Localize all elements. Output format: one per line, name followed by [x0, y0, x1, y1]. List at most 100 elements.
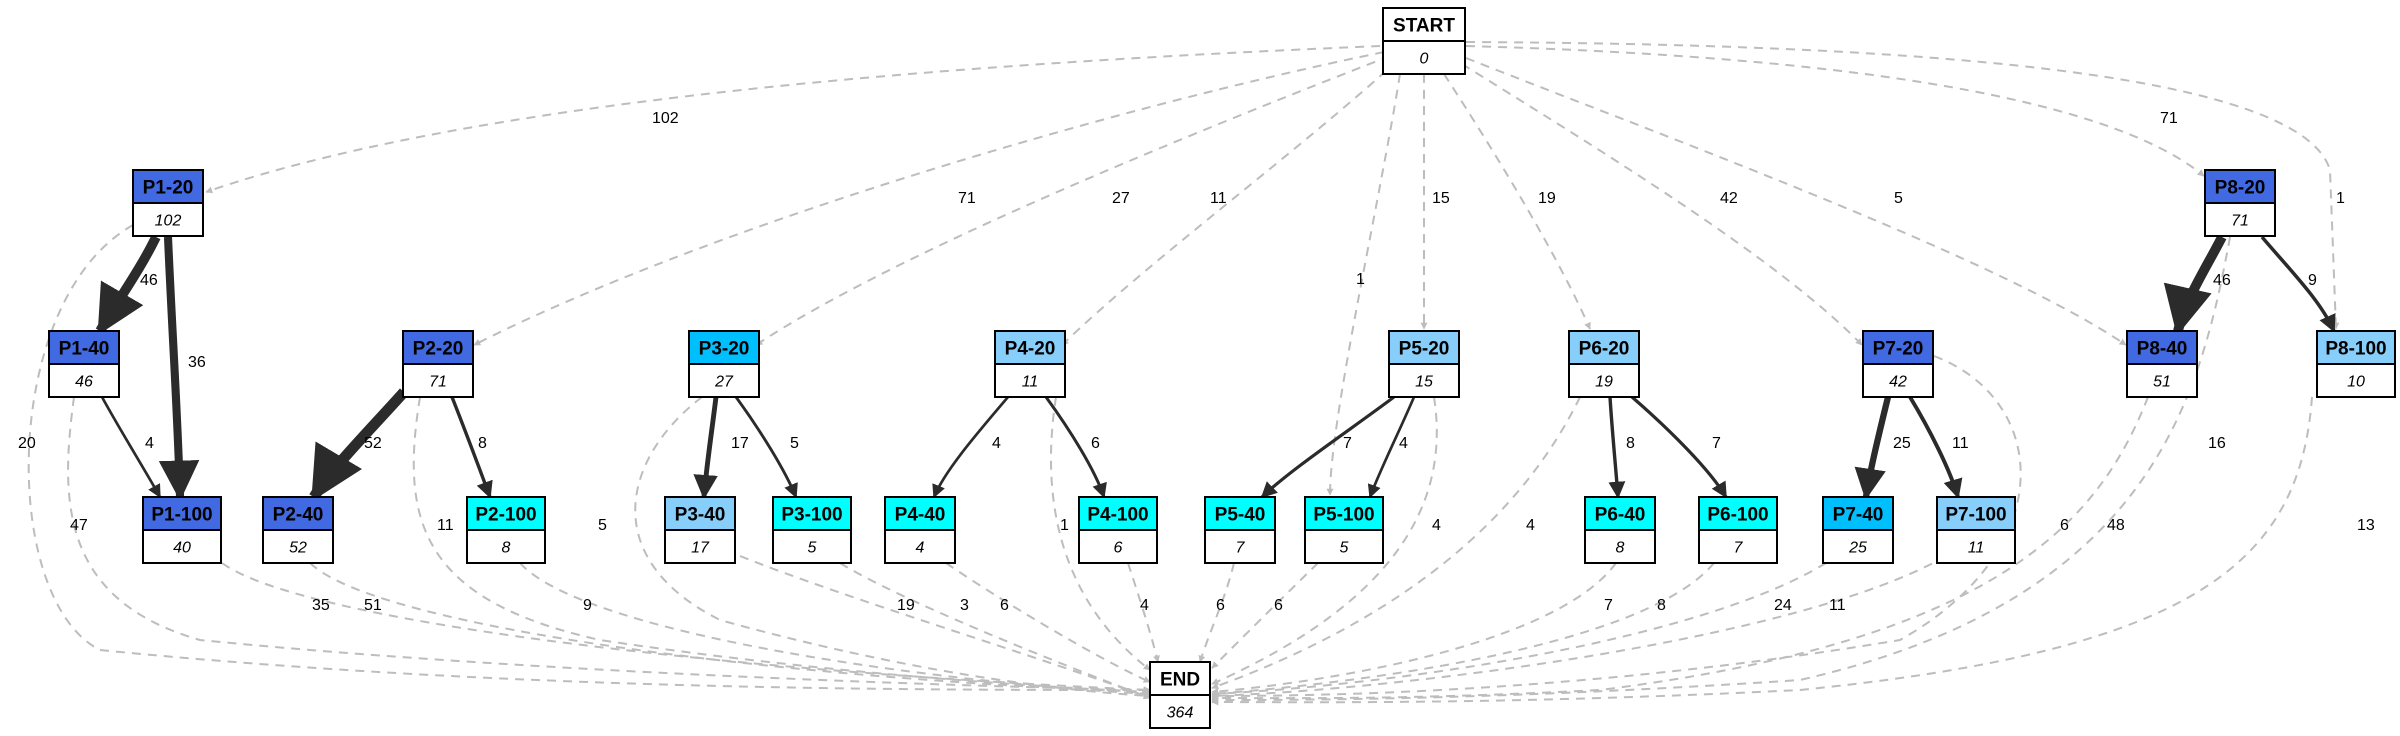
- node-start[interactable]: START 0: [1382, 7, 1466, 75]
- edge-label-start-to-p3-20: 27: [1112, 190, 1130, 207]
- edge-p4-40-to-end: [945, 562, 1151, 683]
- edge-start-to-p3-20: [755, 55, 1391, 346]
- node-p6-40[interactable]: P6-408: [1584, 496, 1656, 564]
- node-name: P5-20: [1399, 339, 1450, 360]
- edge-label-start-to-p8-100: 1: [2336, 190, 2345, 207]
- edge-p3-20-to-p3-100: [734, 396, 798, 499]
- node-count: 40: [173, 540, 191, 557]
- node-body: [1936, 529, 2016, 564]
- edge-start-to-p8-40: [1465, 57, 2127, 346]
- node-header: [1304, 496, 1384, 531]
- node-body: [1862, 363, 1934, 398]
- edge-label-p1-20-to-p1-40: 46: [140, 272, 158, 289]
- edge-label-p4-20-to-end: 1: [1060, 517, 1069, 534]
- edge-label-p5-20-to-p5-100: 4: [1399, 435, 1408, 452]
- node-name: P6-20: [1579, 339, 1630, 360]
- node-header: [664, 496, 736, 531]
- node-count: 102: [155, 213, 182, 230]
- node-count: 7: [1236, 540, 1246, 557]
- node-p5-40[interactable]: P5-40 7: [1204, 496, 1276, 564]
- node-header: [884, 496, 956, 531]
- edge-label-start-to-p8-40: 5: [1894, 190, 1903, 207]
- node-name: P6-40: [1595, 505, 1646, 526]
- edge-p2-40-to-end: [309, 562, 1151, 696]
- node-body: [2204, 202, 2276, 237]
- node-count: 7: [1734, 540, 1744, 557]
- edge-label-p2-100-to-end: 9: [583, 597, 592, 614]
- node-header: [262, 496, 334, 531]
- edge-p5-20-to-p5-40: [1260, 395, 1395, 499]
- edge-label-p3-20-to-end: 5: [598, 517, 607, 534]
- node-name: P6-100: [1707, 505, 1768, 526]
- node-name: P5-40: [1215, 505, 1266, 526]
- edge-label-p3-40-to-end: 19: [897, 597, 915, 614]
- edge-label-p4-100-to-end: 4: [1140, 597, 1149, 614]
- node-end[interactable]: END 364: [1149, 661, 1211, 729]
- edge-p4-20-to-p4-100: [1044, 396, 1107, 499]
- edge-p1-20-to-p1-40: [95, 234, 161, 336]
- edge-p4-100-to-end: [1127, 562, 1160, 663]
- edge-p7-40-to-end: [1211, 562, 1827, 698]
- edge-label-p5-100-to-end: 6: [1274, 597, 1283, 614]
- node-count: 364: [1167, 705, 1194, 722]
- edge-p5-100-to-end: [1211, 562, 1319, 669]
- edge-p7-20-to-p7-100: [1908, 395, 1963, 499]
- edge-label-start-to-p8-20: 71: [2160, 110, 2178, 127]
- edge-label-p8-20-to-end: 16: [2208, 435, 2226, 452]
- edge-p8-20-to-p8-40: [2163, 234, 2227, 336]
- edge-start-to-p7-20: [1461, 63, 1863, 346]
- node-header: [1078, 496, 1158, 531]
- edge-p6-20-to-p6-100: [1630, 395, 1728, 499]
- edge-start-to-p8-100: [1465, 41, 2340, 330]
- edge-label-p3-20-to-p3-40: 17: [731, 435, 749, 452]
- node-name: START: [1393, 16, 1455, 37]
- edge-p7-100-to-end: [1211, 555, 1947, 700]
- edge-p8-40-to-end: [1211, 396, 2149, 702]
- node-count: 51: [2153, 374, 2171, 391]
- node-count: 0: [1420, 51, 1429, 68]
- edge-p2-20-to-p2-100: [450, 396, 493, 499]
- node-name: P7-20: [1873, 339, 1924, 360]
- node-count: 17: [691, 540, 710, 557]
- node-header: [2316, 330, 2396, 365]
- node-name: END: [1160, 670, 1200, 691]
- node-name: P4-20: [1005, 339, 1056, 360]
- edge-label-p6-20-to-end: 4: [1526, 517, 1535, 534]
- edge-label-p7-40-to-end: 24: [1774, 597, 1792, 614]
- edge-p3-20-to-end: [634, 396, 1151, 700]
- edge-label-p8-100-to-end: 13: [2357, 517, 2375, 534]
- edge-label-p6-40-to-end: 7: [1604, 597, 1613, 614]
- node-body: [1204, 529, 1276, 564]
- node-p6-100[interactable]: P6-100 7: [1698, 496, 1778, 564]
- node-p4-40[interactable]: P4-404: [884, 496, 956, 564]
- node-body: [1568, 363, 1640, 398]
- node-count: 52: [289, 540, 307, 557]
- edge-start-to-p4-20: [1061, 59, 1399, 346]
- node-header: [688, 330, 760, 365]
- node-body: [466, 529, 546, 564]
- edge-label-p8-20-to-p8-100: 9: [2308, 272, 2317, 289]
- edge-p4-20-to-p4-40: [932, 396, 1010, 499]
